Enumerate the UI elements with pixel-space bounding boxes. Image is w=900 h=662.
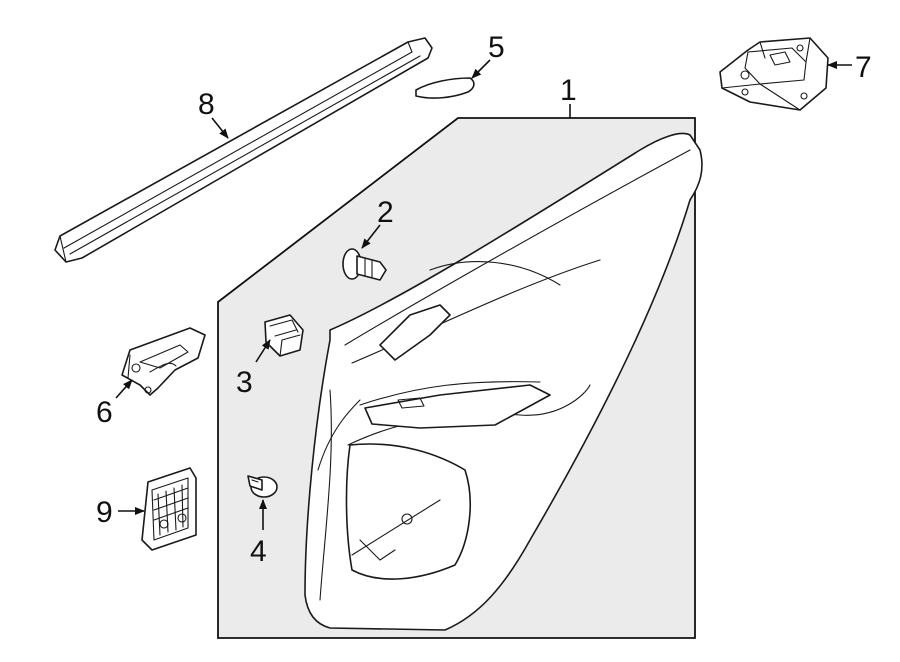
callout-6: 6	[96, 396, 113, 429]
inner-handle-part-6	[121, 327, 206, 396]
callout-7: 7	[855, 51, 872, 84]
push-pin-part-4	[247, 475, 278, 498]
door-trim-panel	[304, 132, 703, 631]
callout-2: 2	[377, 196, 394, 229]
speaker-grille-part-9	[141, 467, 197, 551]
window-switch-part-7	[719, 37, 829, 111]
callout-1: 1	[560, 74, 577, 107]
callout-9: 9	[96, 496, 113, 529]
belt-weatherstrip-part-8	[54, 37, 433, 263]
push-clip-part-2	[342, 248, 387, 281]
callout-8: 8	[198, 88, 215, 121]
callout-3: 3	[236, 366, 253, 399]
callout-5: 5	[488, 31, 505, 64]
leader-line-2	[361, 224, 381, 249]
trim-cover-part-5	[415, 77, 475, 99]
leader-line-8	[211, 117, 229, 139]
callout-4: 4	[250, 535, 267, 568]
leader-line-5	[471, 59, 491, 79]
leader-line-6	[115, 379, 133, 399]
leader-line-3	[255, 339, 271, 363]
